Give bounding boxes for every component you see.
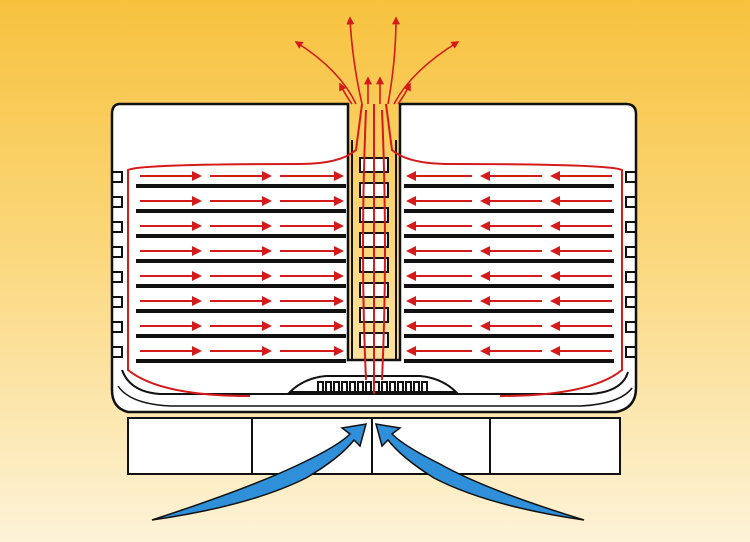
hot-air-rise [381, 109, 386, 381]
grille-tooth [349, 381, 356, 393]
left-wall-vents [112, 171, 123, 358]
vent-notch [112, 346, 123, 358]
vent-notch [625, 221, 636, 233]
grille-tooth [397, 381, 404, 393]
vent-notch [112, 171, 123, 183]
grille-tooth [389, 381, 396, 393]
grille-tooth [413, 381, 420, 393]
grille-tooth [317, 381, 324, 393]
grille-tooth [325, 381, 332, 393]
vent-notch [112, 296, 123, 308]
vent-notch [625, 321, 636, 333]
base-blocks [127, 417, 621, 475]
grille-tooth [381, 381, 388, 393]
grille-tooth [365, 381, 372, 393]
grille-tooth [357, 381, 364, 393]
hot-air-rise [362, 109, 367, 381]
right-wall-vents [625, 171, 636, 358]
vent-notch [625, 196, 636, 208]
vent-notch [625, 346, 636, 358]
grille-tooth [333, 381, 340, 393]
vent-notch [112, 196, 123, 208]
hot-air-flow [127, 103, 623, 397]
base-block [489, 417, 621, 475]
shelves [136, 184, 614, 363]
grille-tooth [341, 381, 348, 393]
hot-air-loop-right [385, 103, 623, 397]
vent-notch [112, 321, 123, 333]
grille-tooth [405, 381, 412, 393]
vent-notch [625, 296, 636, 308]
exhaust-arrows [294, 16, 460, 105]
vent-notch [112, 271, 123, 283]
vent-notch [625, 271, 636, 283]
base-block [127, 417, 253, 475]
hot-air-loop-left [127, 103, 363, 397]
grille-tooth [421, 381, 428, 393]
vent-notch [625, 246, 636, 258]
vent-notch [625, 171, 636, 183]
vent-notch [112, 246, 123, 258]
cold-air-inflow [151, 423, 585, 521]
vent-notch [112, 221, 123, 233]
